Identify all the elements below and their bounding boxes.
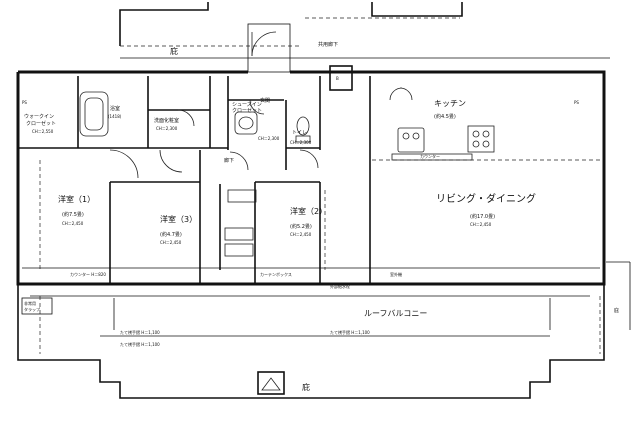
room2-area: (約5.2畳): [290, 223, 312, 230]
handrail-2: たて桟手摺 H＝1,100: [330, 329, 370, 335]
roof-balcony-label: ルーフバルコニー: [364, 309, 427, 318]
fixtures: [79, 91, 495, 257]
shoes-closet-label-2: クローゼット: [232, 107, 262, 114]
room-labels: 浴室 (1418) ウォークイン クローゼット CH＝2,550 洗面化粧室 C…: [22, 97, 579, 245]
interior-walls: [18, 76, 600, 284]
walkin-closet-label-2: クローゼット: [26, 120, 56, 127]
room3-area: (約4.7畳): [160, 231, 182, 238]
walkin-ch: CH＝2,550: [32, 129, 54, 134]
genkan-label: 玄関: [260, 97, 270, 104]
curtain-box-1: カーテンボックス: [260, 271, 292, 277]
room3-ch: CH＝2,450: [160, 240, 182, 245]
doors: [109, 87, 413, 179]
misc-labels: カウンター H＝820 カーテンボックス 室外機 外部給水栓: [70, 271, 402, 289]
toilet-ch: CH＝2,300: [290, 140, 312, 145]
room1-label: 洋室（1）: [58, 194, 95, 204]
entrance-area: B: [247, 23, 353, 91]
kitchen-area: (約4.5畳): [434, 113, 456, 120]
room2-ch: CH＝2,450: [290, 232, 312, 237]
walkin-closet-label: ウォークイン: [24, 113, 54, 120]
living-ch: CH＝2,450: [470, 222, 492, 227]
hallway-label: 廊下: [224, 157, 234, 164]
ps-right: PS: [574, 100, 579, 105]
room2-label: 洋室（2）: [290, 206, 327, 216]
toilet-label: トイレ: [292, 130, 307, 136]
living-label: リビング・ダイニング: [436, 192, 536, 205]
roof-balcony: 非常用 タラップ ルーフバルコニー たて桟手摺 H＝1,100 たて桟手摺 H＝…: [17, 261, 631, 399]
room1-area: (約7.5畳): [62, 211, 84, 218]
living-area: (約17.0畳): [470, 213, 495, 220]
room3-label: 洋室（3）: [160, 214, 197, 224]
handrail-1: たて桟手摺 H＝1,100: [120, 329, 160, 335]
top-canopy: 庇 共用廊下: [119, 2, 610, 59]
bath-size: (1418): [108, 114, 122, 119]
counter-label: カウンター: [420, 153, 440, 159]
canopy-label-top: 庇: [170, 46, 178, 56]
vanity-ch: CH＝2,300: [156, 126, 178, 131]
counter-height: カウンター H＝820: [70, 271, 106, 277]
drain-label: 外部給水栓: [330, 283, 350, 289]
trap-label-2: タラップ: [24, 306, 40, 312]
kitchen-label: キッチン: [434, 99, 466, 108]
shoes-ch: CH＝2,300: [258, 136, 280, 141]
canopy-label-bottom: 庇: [302, 382, 310, 392]
room1-ch: CH＝2,450: [62, 221, 84, 226]
trap-label: 非常用: [24, 300, 36, 306]
entrance-mark: B: [336, 76, 339, 81]
ps-left: PS: [22, 100, 27, 105]
canopy-label-right: 庇: [614, 307, 619, 314]
outdoor-unit: 室外機: [390, 271, 402, 277]
common-corridor-label: 共用廊下: [318, 41, 338, 48]
outer-walls: [16, 70, 606, 286]
vanity-room-label: 洗面化粧室: [154, 117, 179, 124]
handrail-3: たて桟手摺 H＝1,100: [120, 341, 160, 347]
shoes-closet-label: シューズイン: [232, 101, 262, 108]
bath-label: 浴室: [110, 105, 120, 112]
